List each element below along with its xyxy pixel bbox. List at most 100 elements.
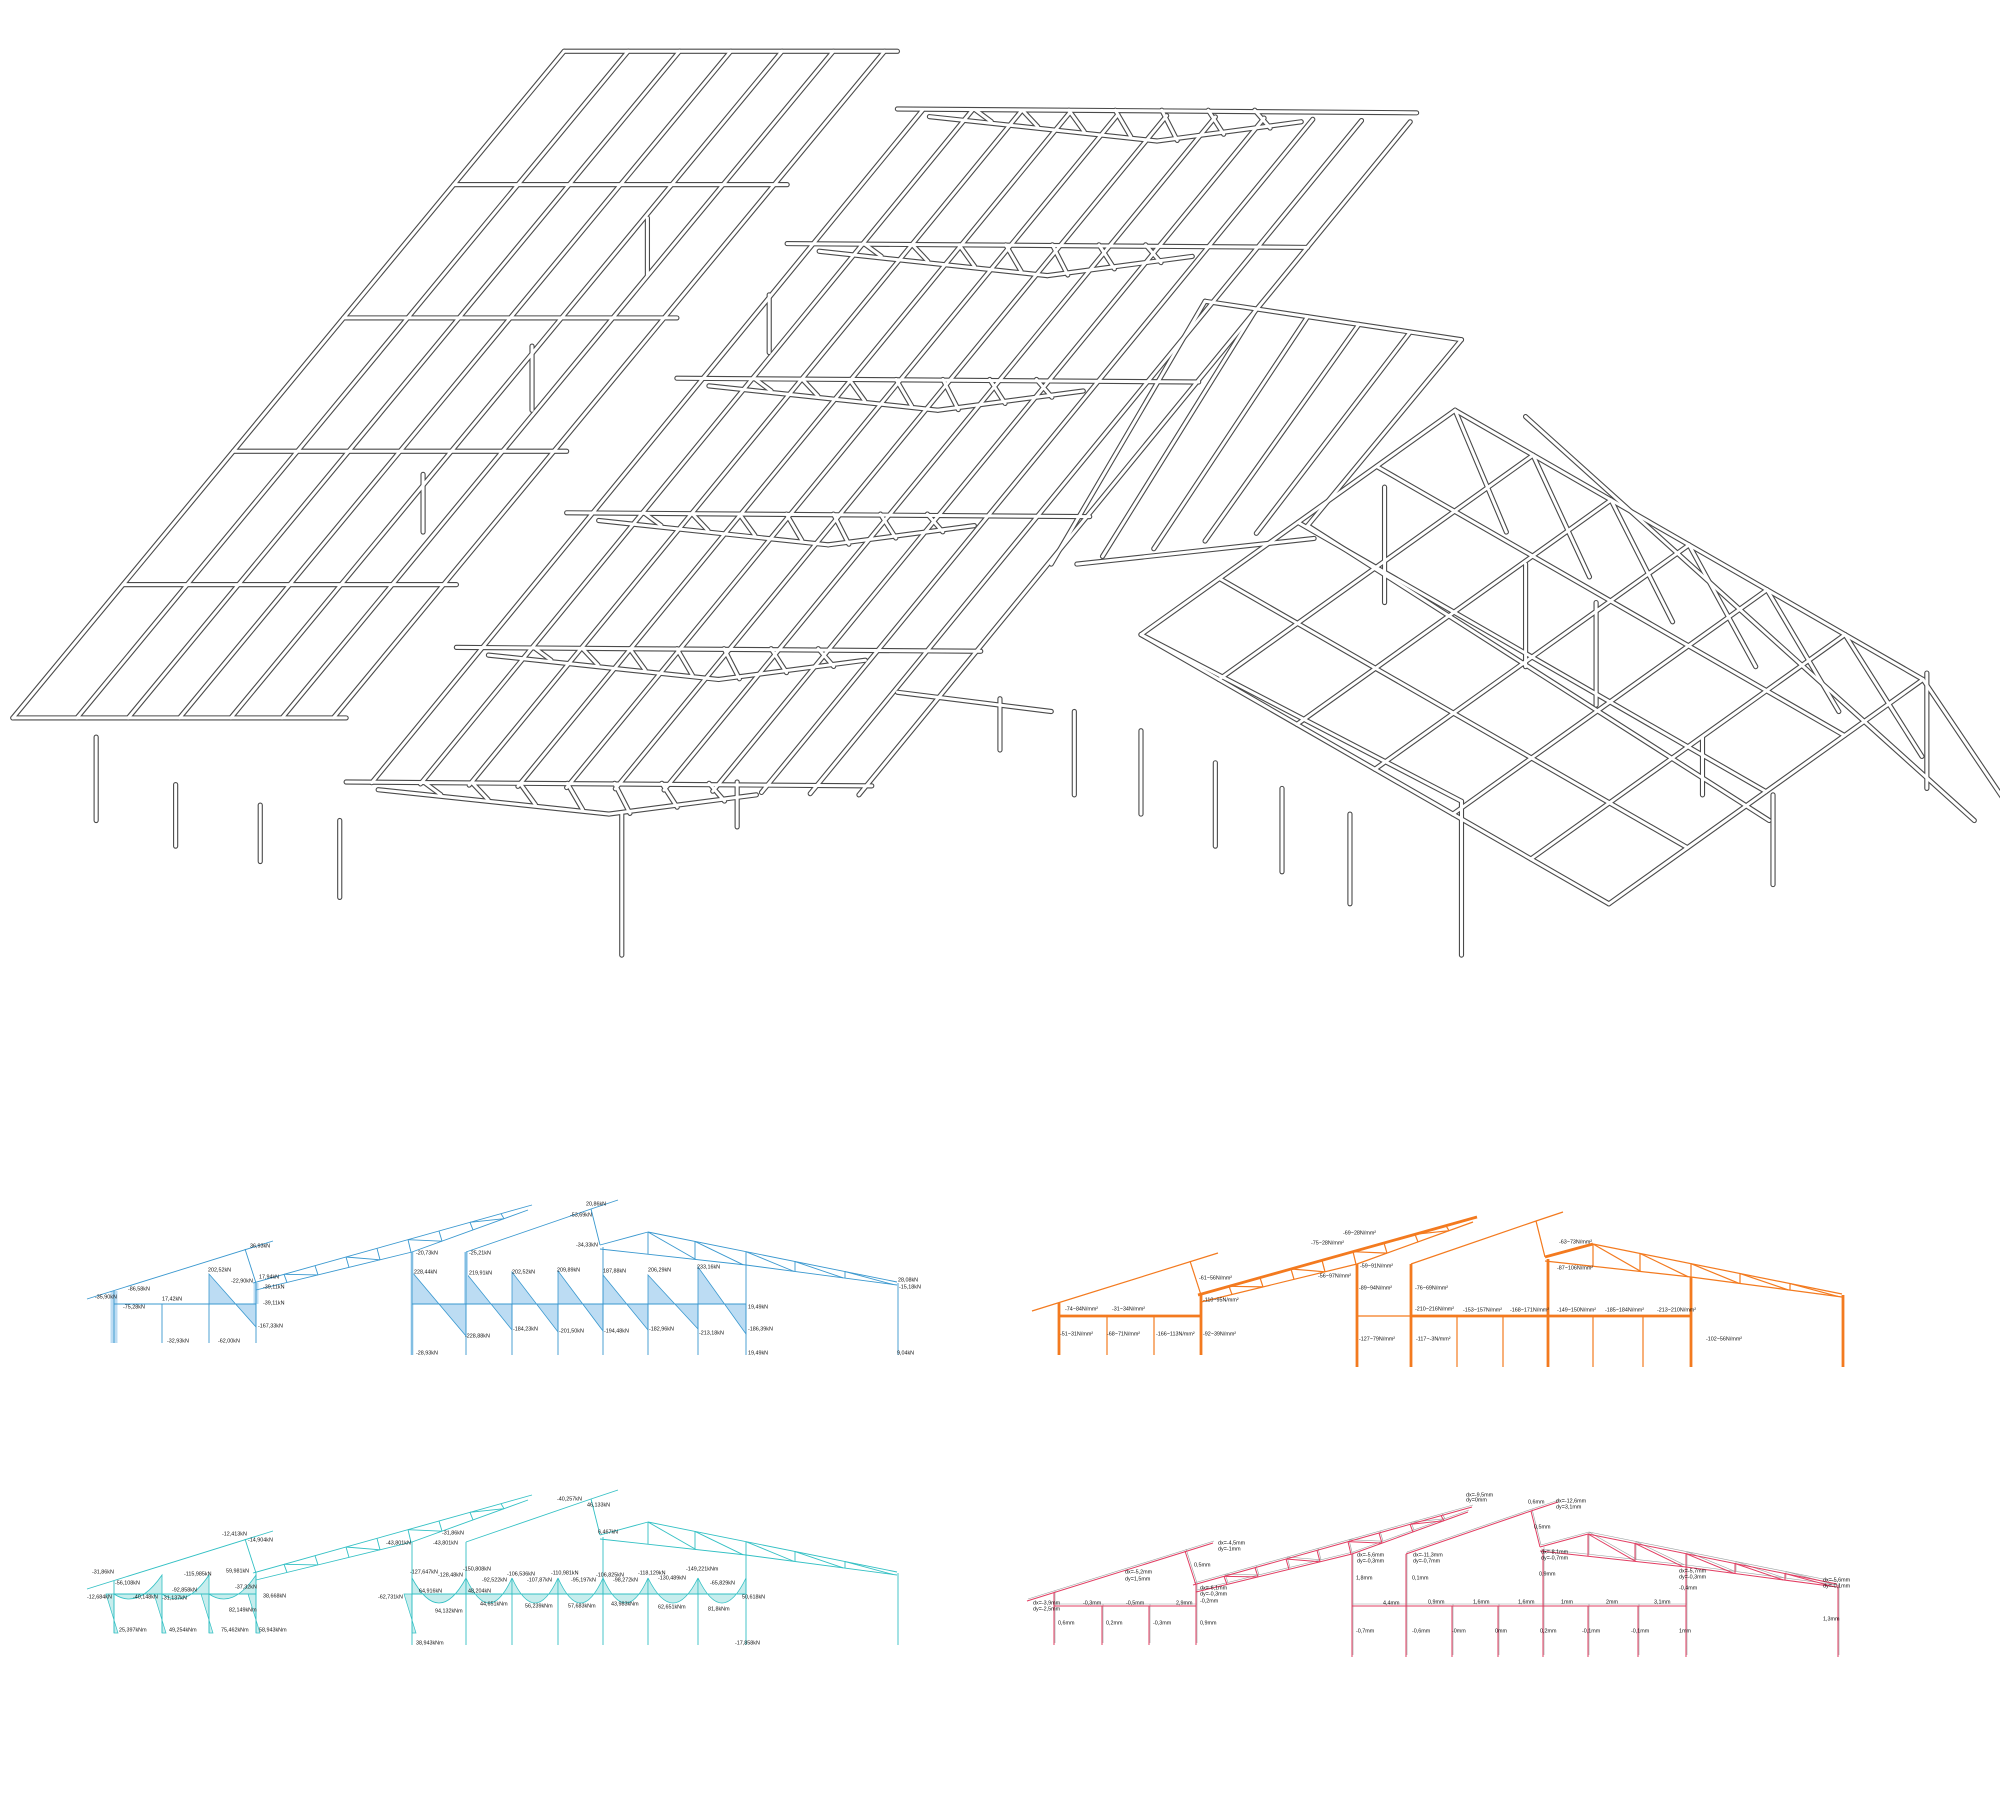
moment-value-label: 57,683kNm <box>568 1603 596 1609</box>
displacement-value-label: -0,6mm <box>1412 1628 1431 1634</box>
moment-value-label: -107,87kN <box>527 1577 552 1583</box>
displacement-value-label: dy=-1mm <box>1218 1546 1241 1552</box>
frame-member <box>647 1231 898 1283</box>
stress-value-label: -59~91N/mm² <box>1360 1263 1393 1269</box>
deformed-member <box>1539 1550 1687 1568</box>
moment-value-label: 94,132kNm <box>435 1608 463 1614</box>
shear-value-label: -15,18kN <box>899 1284 921 1290</box>
frame-member <box>283 1274 288 1283</box>
displacement-value-label: -0,5mm <box>1126 1600 1145 1606</box>
frame-member <box>283 1273 319 1276</box>
frame-member <box>1259 1277 1264 1288</box>
displacement-value-label: 1,6mm <box>1518 1599 1535 1605</box>
deformed-member <box>1195 1553 1353 1593</box>
moment-value-label: 56,239kNm <box>525 1603 553 1609</box>
displacement-value-label: -0,4mm <box>1679 1585 1698 1591</box>
frame-member <box>411 1209 529 1253</box>
shear-value-label: 233,16kN <box>697 1264 720 1270</box>
displacement-value-label: 0mm <box>1495 1628 1507 1634</box>
shear-value-label: -34,33kN <box>576 1242 598 1248</box>
displacement-value-label: dy=-0,7mm <box>1413 1558 1441 1564</box>
undeformed-member <box>1540 1548 1688 1566</box>
frame-member <box>647 1231 697 1260</box>
frame-member <box>1535 1211 1564 1222</box>
moment-value-label: 81,8kNm <box>708 1606 730 1612</box>
frame-member <box>469 1512 474 1521</box>
frame-member <box>345 1256 381 1261</box>
frame-member <box>1739 1272 1789 1291</box>
shear-value-label: 202,52kN <box>208 1267 231 1273</box>
frame-member <box>469 1218 505 1223</box>
shear-value-label: 19,49kN <box>748 1350 768 1356</box>
shear-value-label: 17,42kN <box>162 1296 182 1302</box>
moment-value-label: -62,731kN <box>378 1594 403 1600</box>
deformed-member <box>1026 1542 1214 1602</box>
frame-member <box>500 1213 505 1219</box>
moment-value-label: 82,149kNm <box>229 1607 257 1613</box>
frame-member <box>1228 1286 1233 1295</box>
shear-value-label: -182,96kN <box>649 1326 674 1332</box>
frame-member <box>599 1538 747 1556</box>
deformed-member <box>1634 1542 1684 1568</box>
displacement-value-label: dx=-3,9mm <box>1033 1600 1061 1606</box>
stress-value-label: -89~94N/mm² <box>1359 1285 1392 1291</box>
frame-member <box>283 1563 319 1566</box>
undeformed-member <box>1531 1508 1542 1546</box>
frame-member <box>376 1248 381 1260</box>
displacement-value-label: dx=-9,5mm <box>1466 1492 1494 1498</box>
undeformed-member <box>1196 1551 1354 1591</box>
moment-value-label: -65,829kN <box>710 1580 735 1586</box>
frame-member <box>314 1555 319 1566</box>
moment-curve <box>647 1577 699 1604</box>
shear-value-label: 17,94kN <box>259 1274 279 1280</box>
shear-value-label: -62,00kN <box>218 1338 240 1344</box>
shear-value-label: 20,86kN <box>586 1201 606 1207</box>
undeformed-member <box>1588 1531 1638 1560</box>
frame-member <box>694 1241 744 1266</box>
displacement-value-label: dy=-2,5mm <box>1033 1606 1061 1612</box>
frame-member <box>469 1222 474 1231</box>
shear-value-label: -75,28kN <box>123 1304 145 1310</box>
frame-member <box>647 1521 697 1550</box>
shear-value-label: 202,52kN <box>512 1269 535 1275</box>
frame-member <box>244 1538 257 1574</box>
displacement-value-label: dy=-0,3mm <box>1679 1574 1707 1580</box>
moment-value-label: -31,86kN <box>92 1569 114 1575</box>
shear-value-label: 209,89kN <box>557 1267 580 1273</box>
moment-value-label: -14,904kN <box>248 1537 273 1543</box>
displacement-value-label: dx=-5,6mm <box>1823 1577 1851 1583</box>
stress-value-label: -31~34N/mm² <box>1112 1306 1145 1312</box>
frame-member <box>1352 1251 1357 1265</box>
moment-value-label: -17,858kN <box>735 1640 760 1646</box>
frame-member <box>407 1239 412 1253</box>
stress-value-label: -69~28N/mm² <box>1343 1230 1376 1236</box>
undeformed-member <box>1686 1551 1736 1572</box>
moment-value-label: 64,916kN <box>419 1588 442 1594</box>
frame-member <box>1228 1285 1264 1288</box>
stress-value-label: -185~184N/mm² <box>1605 1307 1644 1313</box>
undeformed-member <box>1531 1499 1560 1510</box>
frame-member <box>844 1561 894 1575</box>
frame-member <box>745 1264 898 1286</box>
displacement-value-label: 0,5mm <box>1194 1562 1211 1568</box>
displacement-value-label: dy=1,5mm <box>1125 1576 1151 1582</box>
shear-value-label: -20,73kN <box>416 1250 438 1256</box>
moment-value-label: 59,981kN <box>226 1568 249 1574</box>
shear-value-label: -167,33kN <box>258 1323 283 1329</box>
shear-value-label: -22,90kN <box>231 1278 253 1284</box>
displacement-value-label: -0,3mm <box>1083 1600 1102 1606</box>
shear-value-label: -228,88kN <box>465 1333 490 1339</box>
frame-member <box>599 1521 649 1536</box>
deformed-member <box>1530 1510 1541 1548</box>
moment-area <box>403 1593 417 1634</box>
stress-value-label: -68~71N/mm² <box>1107 1331 1140 1337</box>
displacement-value-label: 0,9mm <box>1200 1620 1217 1626</box>
frame-member <box>86 1530 274 1590</box>
shear-value-label: -25,21kN <box>469 1250 491 1256</box>
frame-member <box>1321 1260 1326 1272</box>
shear-value-label: -53,69kN <box>570 1212 592 1218</box>
frame-member <box>376 1538 381 1550</box>
moment-value-label: -106,825kN <box>596 1572 624 1578</box>
frame-member <box>590 1208 601 1246</box>
shear-area <box>511 1270 559 1334</box>
